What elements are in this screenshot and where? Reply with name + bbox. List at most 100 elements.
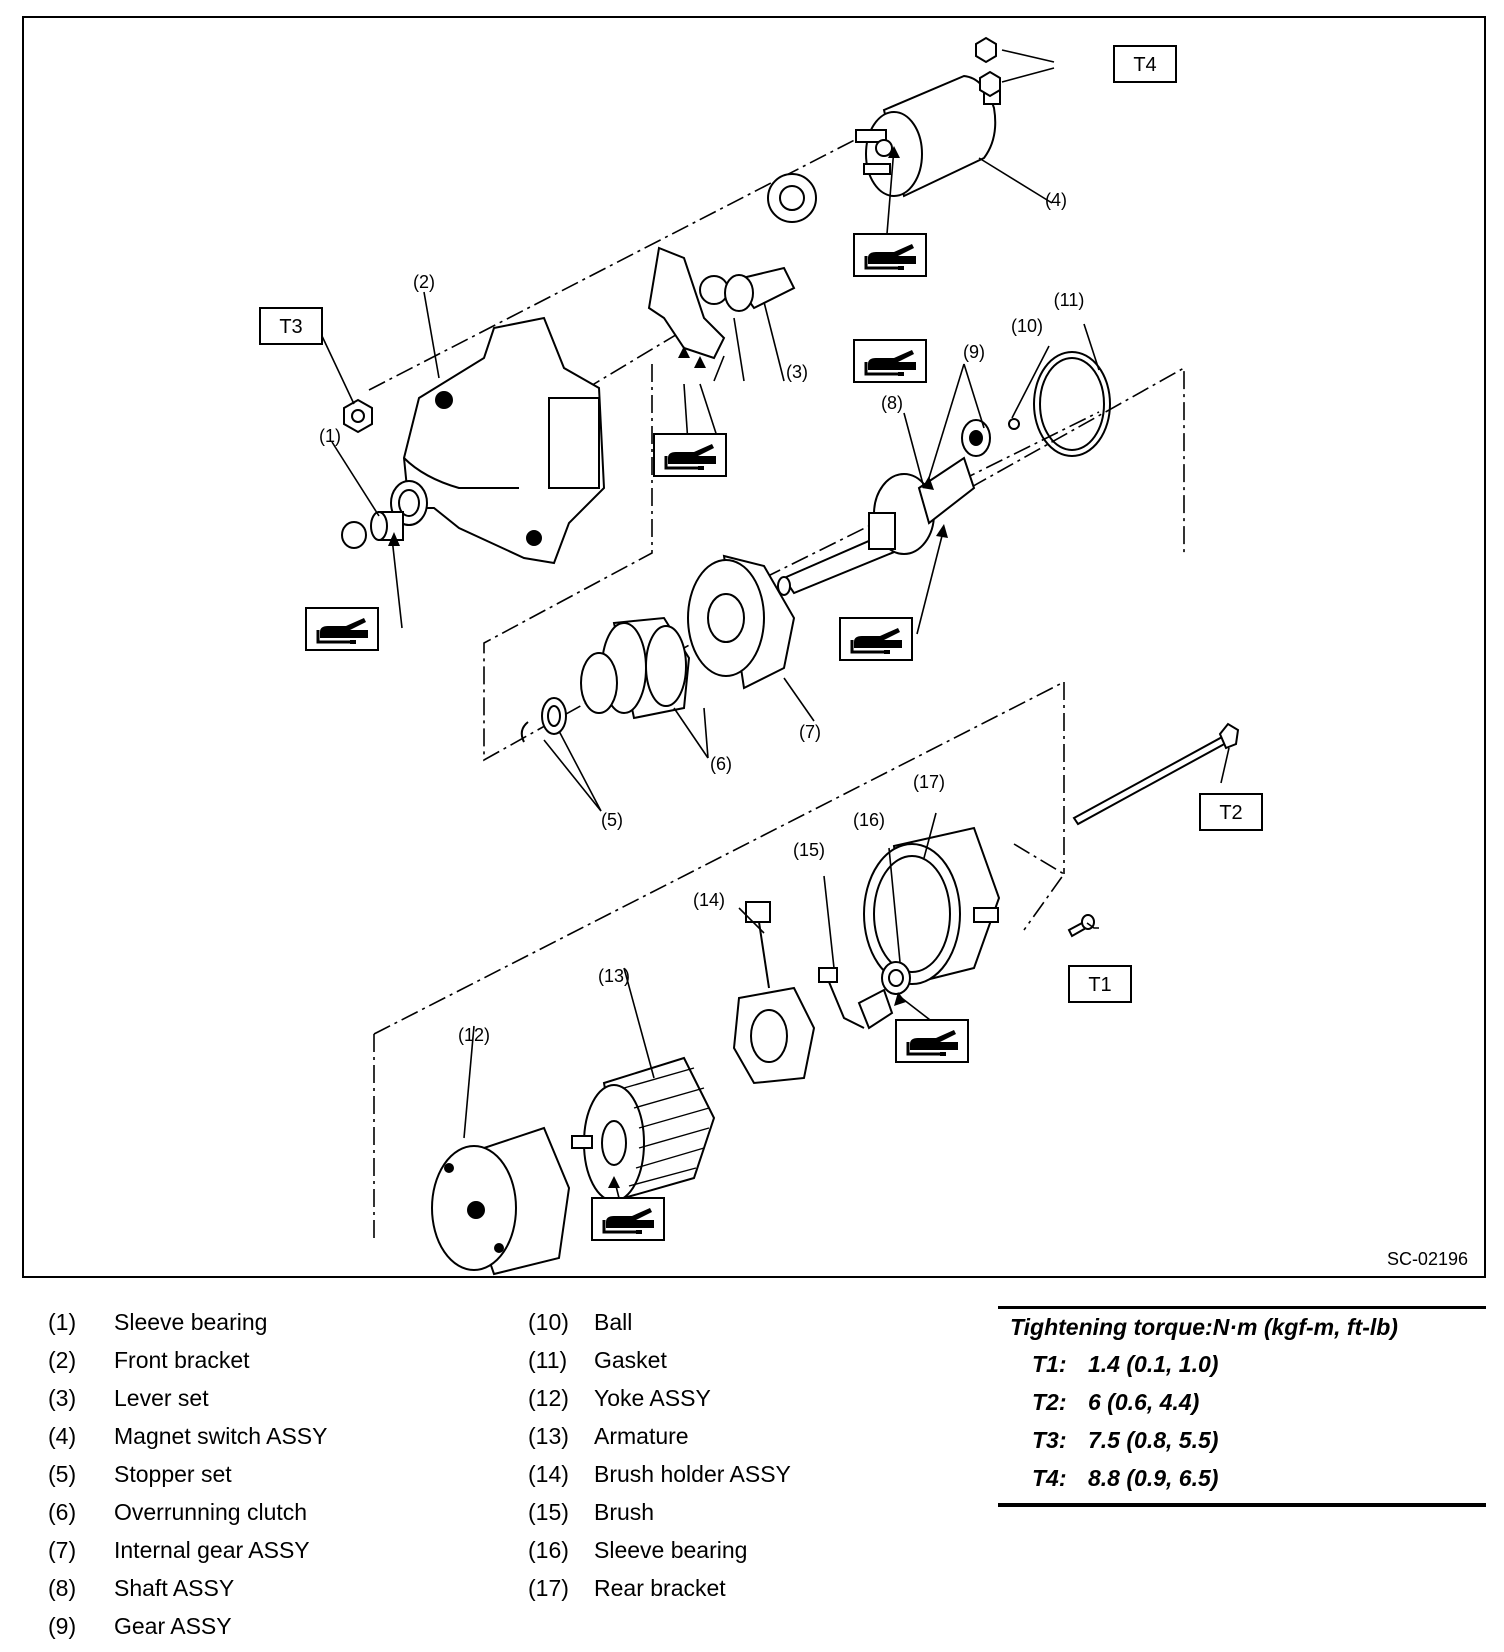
- legend-name: Front bracket: [114, 1347, 250, 1373]
- torque-value: 8.8 (0.9, 6.5): [1088, 1465, 1219, 1491]
- yoke-part: [431, 1126, 571, 1276]
- gear-part: [961, 419, 991, 457]
- exploded-diagram: T4 T3 T2 T1 (1) (2) (3) (4) (5) (6) (7) …: [22, 16, 1486, 1278]
- legend-name: Sleeve bearing: [114, 1309, 268, 1335]
- torque-box-t2: T2: [1199, 793, 1263, 831]
- torque-value: 7.5 (0.8, 5.5): [1088, 1427, 1219, 1453]
- ball-part: [1008, 418, 1020, 430]
- legend-number: (5): [48, 1461, 77, 1487]
- callout-17: (17): [913, 772, 945, 792]
- legend-item: (14) Brush holder ASSY: [528, 1455, 791, 1493]
- legend-item: (5) Stopper set: [48, 1455, 328, 1493]
- grease-symbol-icon: [838, 616, 914, 662]
- callout-1: (1): [319, 426, 341, 446]
- callout-14: (14): [693, 890, 725, 910]
- legend-item: (1) Sleeve bearing: [48, 1303, 328, 1341]
- legend-name: Gasket: [594, 1347, 667, 1373]
- torque-box-t3: T3: [259, 307, 323, 345]
- callout-8: (8): [881, 393, 903, 413]
- nut-part: [343, 398, 373, 434]
- legend-number: (12): [528, 1385, 569, 1411]
- callout-9: (9): [963, 342, 985, 362]
- rear-sleeve-bearing-part: [881, 961, 911, 995]
- grease-symbol-icon: [590, 1196, 666, 1242]
- tightening-torque-table: Tightening torque:N·m (kgf-m, ft-lb) T1:…: [998, 1306, 1486, 1507]
- torque-box-t1: T1: [1068, 965, 1132, 1003]
- callout-7: (7): [799, 722, 821, 742]
- torque-row: T1:1.4 (0.1, 1.0): [1032, 1345, 1486, 1383]
- callout-6: (6): [710, 754, 732, 774]
- legend-number: (14): [528, 1461, 569, 1487]
- legend-number: (1): [48, 1309, 77, 1335]
- legend-item: (7) Internal gear ASSY: [48, 1531, 328, 1569]
- legend-number: (9): [48, 1613, 77, 1639]
- diagram-id: SC-02196: [1386, 1249, 1468, 1269]
- legend-item: (3) Lever set: [48, 1379, 328, 1417]
- callout-15: (15): [793, 840, 825, 860]
- callout-10: (10): [1011, 316, 1043, 336]
- legend-number: (6): [48, 1499, 77, 1525]
- svg-text:T4: T4: [1133, 54, 1156, 76]
- callout-3: (3): [786, 362, 808, 382]
- callout-16: (16): [853, 810, 885, 830]
- legend-number: (4): [48, 1423, 77, 1449]
- svg-text:T3: T3: [279, 316, 302, 338]
- legend-item: (9) Gear ASSY: [48, 1607, 328, 1645]
- torque-key: T4:: [1032, 1465, 1067, 1491]
- shaft-part: [777, 456, 976, 596]
- front-bracket-part: [390, 316, 606, 565]
- legend-item: (4) Magnet switch ASSY: [48, 1417, 328, 1455]
- torque-row: T2:6 (0.6, 4.4): [1032, 1383, 1486, 1421]
- svg-text:T2: T2: [1219, 802, 1242, 824]
- legend-name: Armature: [594, 1423, 689, 1449]
- gasket-part: [1033, 351, 1111, 457]
- brush-holder-part: [732, 901, 816, 1085]
- legend-name: Yoke ASSY: [594, 1385, 711, 1411]
- legend-left: (1) Sleeve bearing (2) Front bracket (3) Le…: [48, 1303, 328, 1645]
- torque-row: T4: 8.8 (0.9, 6.5): [1032, 1459, 1486, 1497]
- legend-item: (8)Shaft ASSY: [48, 1569, 328, 1607]
- magnet-switch-part: [855, 74, 1001, 198]
- legend-name: Stopper set: [114, 1461, 232, 1487]
- grease-symbol-icon: [652, 432, 728, 478]
- legend-name: Rear bracket: [594, 1575, 726, 1601]
- legend-name: Internal gear ASSY: [114, 1537, 310, 1563]
- torque-key: T3:: [1032, 1427, 1067, 1453]
- through-bolt-part: [1072, 722, 1240, 826]
- callout-labels: (1) (2) (3) (4) (5) (6) (7) (8) (9) (10)…: [319, 190, 1084, 1045]
- legend-name: Lever set: [114, 1385, 209, 1411]
- torque-key: T2:: [1032, 1389, 1067, 1415]
- legend-number: (13): [528, 1423, 569, 1449]
- legend-name: Magnet switch ASSY: [114, 1423, 328, 1449]
- lever-set-part: [647, 173, 817, 360]
- legend-number: (7): [48, 1537, 77, 1563]
- legend-item: (17)Rear bracket: [528, 1569, 791, 1607]
- legend-name: Overrunning clutch: [114, 1499, 308, 1525]
- legend-item: (6) Overrunning clutch: [48, 1493, 328, 1531]
- legend-name: Gear ASSY: [114, 1613, 232, 1639]
- legend-number: (3): [48, 1385, 77, 1411]
- callout-4: (4): [1045, 190, 1067, 210]
- grease-symbol-icon: [894, 1018, 970, 1064]
- legend-name: Ball: [594, 1309, 633, 1335]
- legend-number: (16): [528, 1537, 569, 1563]
- legend-item: (12) Yoke ASSY: [528, 1379, 791, 1417]
- legend-item: (11) Gasket: [528, 1341, 791, 1379]
- legend-item: (10)Ball: [528, 1303, 791, 1341]
- svg-text:T1: T1: [1088, 974, 1111, 996]
- callout-12: (12): [458, 1025, 490, 1045]
- legend-number: (2): [48, 1347, 77, 1373]
- stopper-set-part: [520, 697, 567, 743]
- legend-name: Brush holder ASSY: [594, 1461, 791, 1487]
- legend-number: (11): [528, 1347, 568, 1373]
- legend-right: (10)Ball (11) Gasket (12) Yoke ASSY (13) Ar…: [528, 1303, 791, 1607]
- torque-row: T3: 7.5 (0.8, 5.5): [1032, 1421, 1486, 1459]
- sleeve-bearing-part: [341, 511, 404, 549]
- grease-symbol-icon: [852, 338, 928, 384]
- legend-name: Shaft ASSY: [114, 1575, 235, 1601]
- legend-number: (15): [528, 1499, 569, 1525]
- torque-value: 1.4 (0.1, 1.0): [1088, 1351, 1219, 1377]
- torque-title: Tightening torque:N·m (kgf-m, ft-lb): [1010, 1314, 1398, 1340]
- callout-2: (2): [413, 272, 435, 292]
- legend-item: (13) Armature: [528, 1417, 791, 1455]
